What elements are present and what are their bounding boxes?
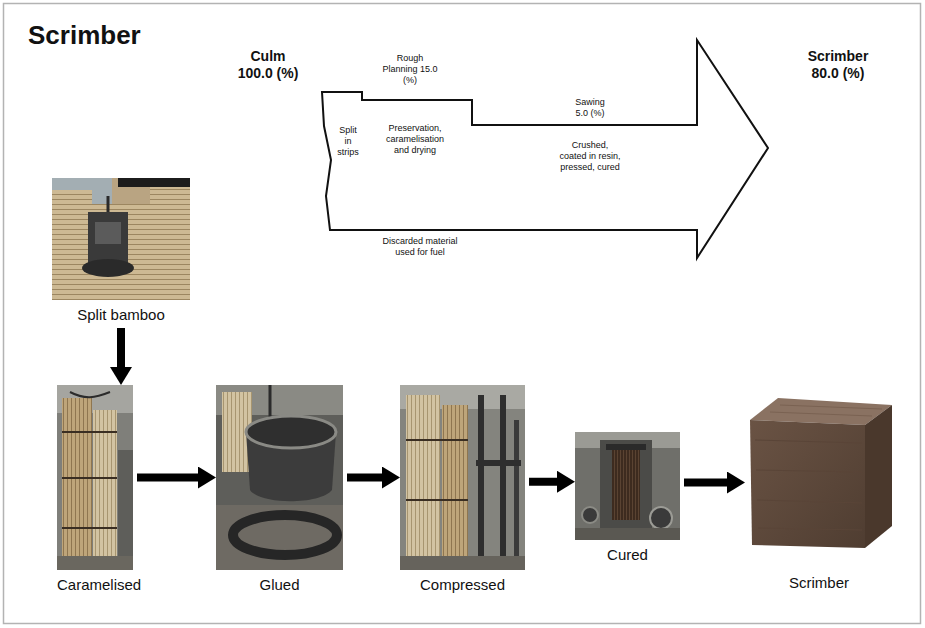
flow-arrow-connector: [137, 474, 198, 482]
percentage-label: Culm 100.0 (%): [233, 48, 303, 82]
glued-photo: [216, 385, 343, 570]
photo-panel: Caramelised: [57, 385, 133, 594]
photo-panel: Compressed: [400, 385, 525, 594]
flow-arrow-connector: [117, 328, 125, 367]
diagram-title: Scrimber: [28, 20, 141, 51]
page-frame: [4, 4, 921, 624]
scrimber-block-photo: [750, 398, 892, 548]
split-bamboo-photo: [52, 178, 190, 300]
photo-frame: [57, 385, 133, 570]
photo-caption: Glued: [216, 576, 343, 594]
flow-arrow-connector: [684, 479, 727, 487]
process-note: Sawing 5.0 (%): [568, 97, 612, 119]
compressed-photo: [400, 385, 525, 570]
process-step: Crushed, coated in resin, pressed, cured: [557, 140, 623, 172]
photo-caption: Cured: [575, 546, 680, 564]
photo-panel: Cured: [575, 432, 680, 564]
flow-arrow-shape: [322, 40, 768, 258]
cured-photo: [575, 432, 680, 540]
photo-frame: [52, 178, 190, 300]
photo-caption: Scrimber: [745, 574, 893, 592]
photo-frame: [400, 385, 525, 570]
flow-arrow-connector: [347, 474, 382, 482]
photo-panel: Scrimber: [745, 390, 893, 592]
photo-panel: Split bamboo: [52, 178, 190, 324]
photo-caption: Compressed: [400, 576, 525, 594]
photo-frame: [745, 390, 893, 568]
caramelised-photo: [57, 385, 133, 570]
process-note: Rough Planning 15.0 (%): [382, 53, 438, 85]
process-step: Split in strips: [336, 125, 360, 157]
flow-arrow-connector: [529, 478, 557, 486]
photo-caption: Split bamboo: [52, 306, 190, 324]
photo-frame: [575, 432, 680, 540]
process-step: Preservation, caramelisation and drying: [380, 123, 450, 155]
photo-panel: Glued: [216, 385, 343, 594]
photo-frame: [216, 385, 343, 570]
photo-caption: Caramelised: [57, 576, 133, 594]
percentage-label: Scrimber 80.0 (%): [802, 48, 874, 82]
process-note: Discarded material used for fuel: [375, 236, 465, 258]
